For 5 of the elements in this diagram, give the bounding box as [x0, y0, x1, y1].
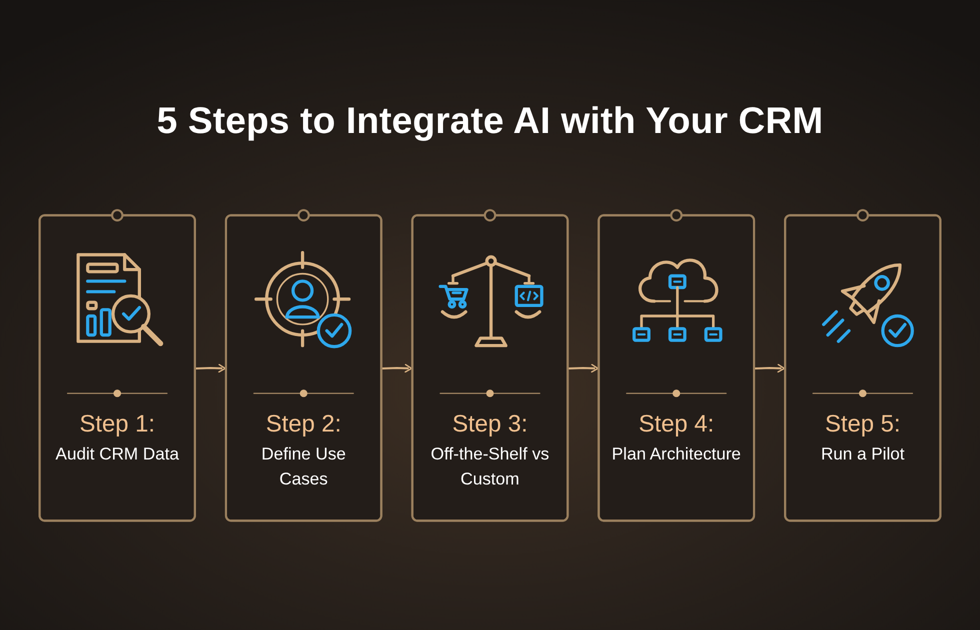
- arrow: [195, 364, 226, 373]
- arrow: [382, 364, 412, 373]
- arrow: [754, 364, 786, 373]
- title: 5 Steps to Integrate AI with Your CRM: [156, 100, 824, 142]
- arrow: [568, 364, 599, 373]
